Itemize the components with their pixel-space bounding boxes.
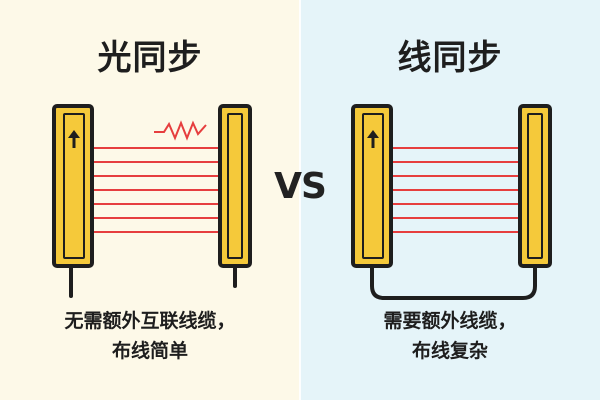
left-receiver-bar xyxy=(218,104,252,268)
optical-sync-caption-line-2: 布线简单 xyxy=(111,340,188,362)
right-light-beams xyxy=(392,147,522,233)
right-receiver-bar xyxy=(518,104,552,268)
vs-label: VS xyxy=(274,166,327,207)
wired-sync-caption-line-1: 需要额外线缆， xyxy=(383,310,517,332)
wired-sync-caption-line-2: 布线复杂 xyxy=(411,340,488,362)
sync-cable xyxy=(370,264,537,300)
right-emitter-bar xyxy=(351,104,393,268)
up-arrow-icon xyxy=(68,130,80,148)
up-arrow-icon xyxy=(367,130,379,148)
left-receiver-window xyxy=(227,113,243,259)
zigzag-signal-icon xyxy=(154,120,207,141)
left-light-beams xyxy=(92,147,222,233)
right-receiver-window xyxy=(527,113,543,259)
optical-sync-diagram xyxy=(52,104,252,298)
left-emitter-window xyxy=(63,113,85,259)
wired-sync-caption: 需要额外线缆， 布线复杂 xyxy=(300,306,600,366)
optical-sync-caption: 无需额外互联线缆， 布线简单 xyxy=(0,306,300,366)
wired-sync-diagram xyxy=(351,104,552,300)
optical-sync-title: 光同步 xyxy=(97,38,203,78)
optical-sync-caption-line-1: 无需额外互联线缆， xyxy=(64,310,236,332)
panel-divider xyxy=(299,0,301,400)
wired-sync-title: 线同步 xyxy=(397,38,503,78)
right-emitter-window xyxy=(362,113,384,259)
left-emitter-bar xyxy=(52,104,94,268)
